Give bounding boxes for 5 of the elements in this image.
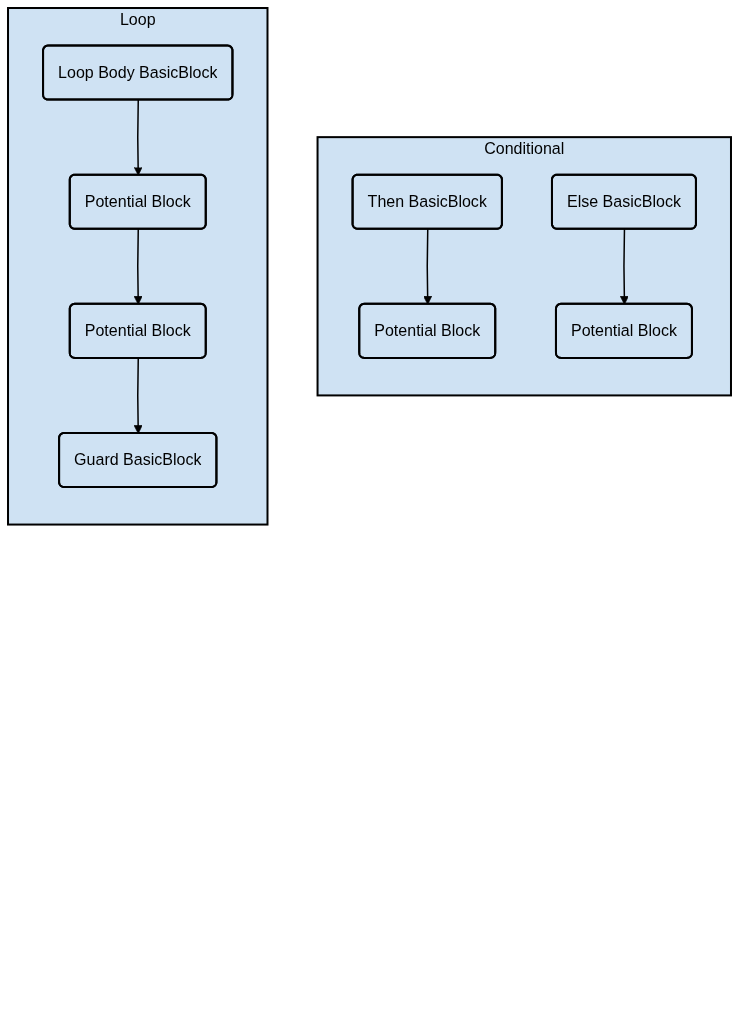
arrow bbox=[133, 357, 143, 434]
arrow bbox=[133, 99, 143, 176]
arrow bbox=[133, 228, 143, 305]
arrow bbox=[423, 228, 433, 305]
arrow bbox=[619, 228, 629, 305]
